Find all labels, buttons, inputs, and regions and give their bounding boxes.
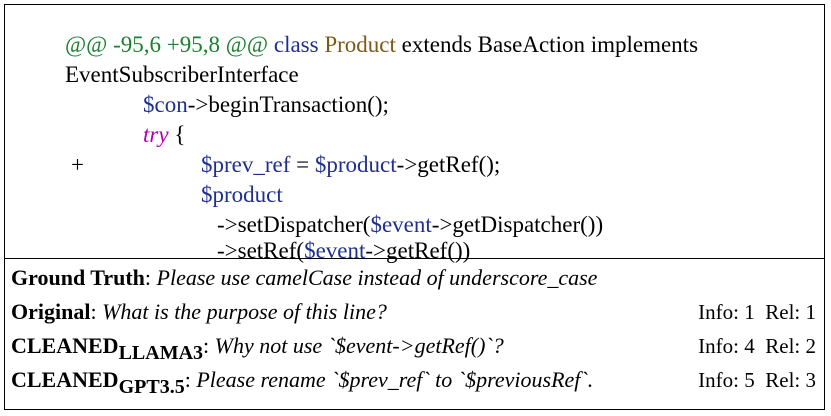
- code-line-1: @@ -95,6 +95,8 @@ class Product extends …: [65, 31, 698, 58]
- score: Info: 1 Rel: 1: [698, 300, 816, 324]
- row-label: CLEANED: [11, 333, 119, 358]
- figure-frame: @@ -95,6 +95,8 @@ class Product extends …: [4, 4, 825, 410]
- llama-row: CLEANEDLLAMA3: Why not use `$event->getR…: [11, 329, 818, 364]
- row-label: Original: [11, 299, 91, 324]
- code-line-3: $con->beginTransaction();: [143, 91, 389, 118]
- code-text: =: [290, 152, 315, 177]
- code-line-7: ->setDispatcher($event->getDispatcher()): [217, 211, 603, 238]
- code-text: ->getRef()): [365, 238, 471, 263]
- section-divider: [5, 258, 824, 259]
- code-line-6: $product: [201, 181, 283, 208]
- original-row: Original: What is the purpose of this li…: [11, 295, 818, 329]
- comment-text: What is the purpose of this line?: [102, 299, 387, 324]
- keyword-class: class: [273, 32, 319, 57]
- code-line-2: EventSubscriberInterface: [65, 61, 299, 88]
- code-text: ->getDispatcher()): [431, 212, 604, 237]
- row-label: Ground Truth: [11, 265, 145, 290]
- variable: $prev_ref: [201, 152, 291, 177]
- row-label-subscript: LLAMA3: [118, 342, 204, 364]
- code-text: ->setRef(: [217, 238, 305, 263]
- code-text: ->beginTransaction();: [187, 92, 389, 117]
- comment-text: Please use camelCase instead of undersco…: [156, 265, 598, 290]
- code-text: extends BaseAction implements: [401, 32, 699, 57]
- variable: $event: [304, 238, 366, 263]
- code-text: ->setDispatcher(: [217, 212, 371, 237]
- hunk-header: @@ -95,6 +95,8 @@: [65, 32, 269, 57]
- class-name: Product: [324, 32, 396, 57]
- diff-plus-marker: +: [71, 152, 84, 177]
- comment-text: Why not use `$event->getRef()`?: [214, 333, 504, 358]
- ground-truth-row: Ground Truth: Please use camelCase inste…: [11, 265, 598, 290]
- code-text: EventSubscriberInterface: [65, 62, 299, 87]
- code-text: ->getRef();: [396, 152, 501, 177]
- score: Info: 5 Rel: 3: [698, 368, 816, 392]
- variable: $event: [370, 212, 432, 237]
- code-line-5: $prev_ref = $product->getRef();: [201, 151, 500, 178]
- gpt-row: CLEANEDGPT3.5: Please rename `$prev_ref`…: [11, 363, 818, 398]
- variable: $con: [143, 92, 188, 117]
- score: Info: 4 Rel: 2: [698, 334, 816, 358]
- row-label-subscript: GPT3.5: [118, 376, 185, 398]
- row-label: CLEANED: [11, 367, 119, 392]
- comment-text: Please rename `$prev_ref` to `$previousR…: [196, 367, 594, 392]
- variable: $product: [201, 182, 283, 207]
- code-line-4: try {: [143, 121, 185, 148]
- variable: $product: [314, 152, 397, 177]
- brace: {: [174, 122, 186, 147]
- code-line-8: ->setRef($event->getRef()): [217, 237, 470, 264]
- keyword-try: try: [143, 122, 169, 147]
